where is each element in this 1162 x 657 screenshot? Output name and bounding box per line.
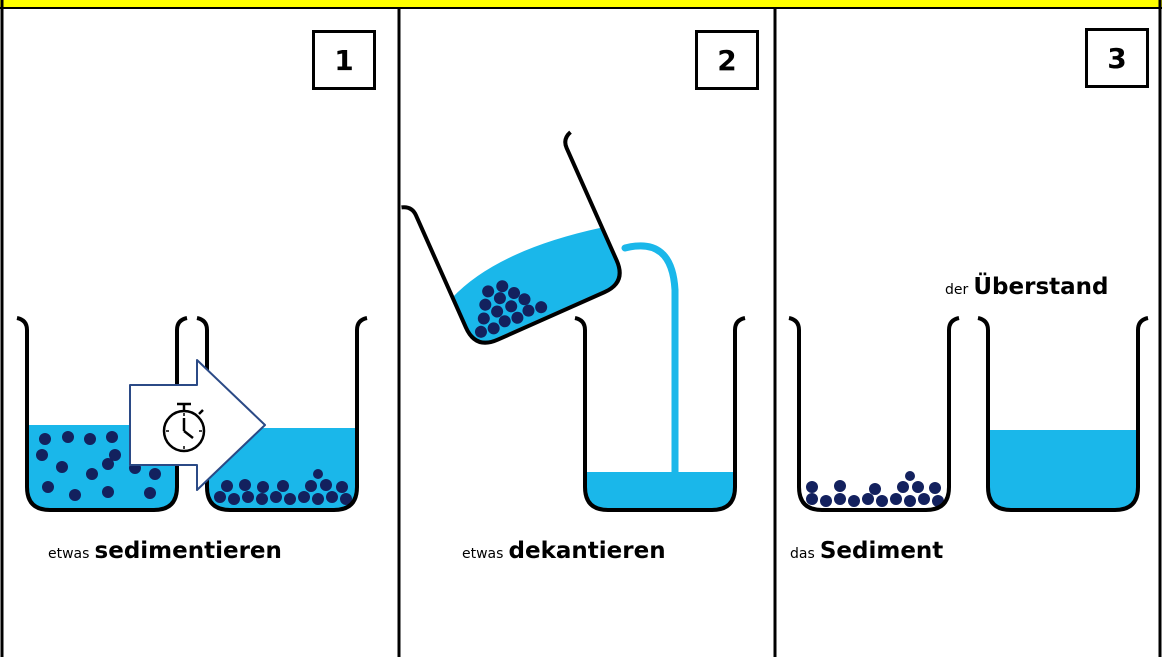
stopwatch-icon: [162, 402, 206, 453]
label-ueberstand: der Überstand: [945, 274, 1108, 300]
water-fill: [988, 430, 1138, 508]
caption-term: sedimentieren: [94, 538, 282, 564]
beaker-outline: [401, 130, 622, 345]
beaker-sediment: [788, 316, 960, 512]
caption-term: dekantieren: [508, 538, 666, 564]
step-number-3: 3: [1085, 28, 1149, 88]
caption-dekantieren: etwas dekantieren: [462, 538, 666, 564]
beaker-supernatant: [977, 316, 1149, 512]
caption-prefix: etwas: [48, 546, 90, 562]
pouring-stream: [621, 242, 679, 482]
caption-sedimentieren: etwas sedimentieren: [48, 538, 282, 564]
water-fill: [452, 227, 620, 342]
label-term: Überstand: [973, 274, 1109, 300]
label-prefix: der: [945, 282, 969, 298]
beaker-tilted: [401, 130, 622, 345]
header-strip: [0, 0, 1162, 8]
beaker-receiving: [574, 316, 746, 512]
beaker-outline: [196, 316, 368, 512]
beaker-outline: [977, 316, 1149, 512]
caption-sediment: das Sediment: [790, 538, 943, 564]
caption-prefix: das: [790, 546, 815, 562]
beaker-outline: [16, 316, 188, 512]
water-fill: [585, 472, 735, 508]
particles: [806, 471, 944, 507]
beaker-outline: [574, 316, 746, 512]
caption-prefix: etwas: [462, 546, 504, 562]
step-number-2: 2: [695, 30, 759, 90]
caption-term: Sediment: [819, 538, 944, 564]
step-number-1: 1: [312, 30, 376, 90]
beaker-outline: [788, 316, 960, 512]
right-arrow-icon: [129, 359, 266, 491]
particles: [214, 469, 352, 505]
particles: [474, 280, 548, 338]
beaker-settled: [196, 316, 368, 512]
